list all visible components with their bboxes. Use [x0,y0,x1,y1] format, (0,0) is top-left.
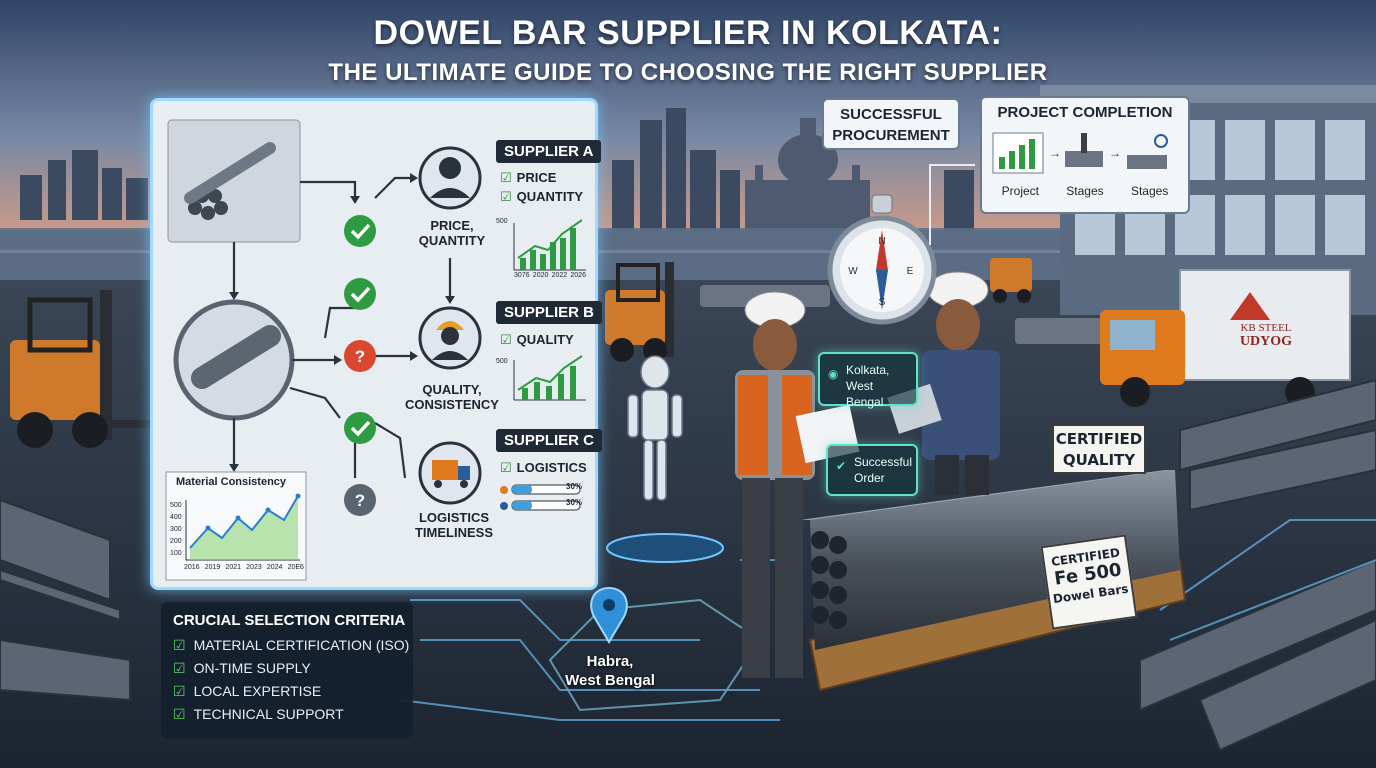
rod-image-top [167,119,301,243]
criteria-heading: CRUCIAL SELECTION CRITERIA [173,612,406,629]
compass-icon: N S E W [827,194,937,325]
engineer-female [735,291,860,678]
truck-brand: KB STEEL UDYOG [1239,322,1293,349]
supplier-c-bar2-label: 30% [566,498,583,507]
criteria-item: ☑ON-TIME SUPPLY [173,660,311,676]
material-chart-yticks: 500 400 300 200 100 [170,502,182,557]
svg-text:→: → [1109,146,1121,160]
supplier-b-avatar [418,306,482,370]
criteria-item: ☑TECHNICAL SUPPORT [173,706,344,722]
mini-chart-a [513,219,586,271]
supplier-c-tag: SUPPLIER C [496,429,603,452]
location-pin-icon: ◉ [828,367,839,381]
project-completion-title: PROJECT COMPLETION [997,104,1173,121]
supplier-c-node-label: LOGISTICS TIMELINESS [414,510,493,540]
mini-chart-b-ytick: 500 [496,358,508,365]
criteria-item: ☑LOCAL EXPERTISE [173,683,322,699]
supplier-a-node-label: PRICE, QUANTITY [418,218,486,248]
mini-chart-a-ytick: 500 [496,218,508,225]
checkbox-icon: ☑ [500,189,512,204]
check-icon: ☑ [173,637,186,653]
material-chart [185,493,301,561]
page-title: DOWEL BAR SUPPLIER IN KOLKATA: THE ULTIM… [0,14,1376,87]
title-line-2: THE ULTIMATE GUIDE TO CHOOSING THE RIGHT… [328,59,1048,86]
habra-location-label: Habra, West Bengal [565,653,655,689]
supplier-c-check-logistics: ☑LOGISTICS [500,460,587,475]
certified-quality-sign: CERTIFIED QUALITY [1052,424,1146,474]
material-chart-xticks: 2016 2019 2021 2023 2024 20E6 [184,564,304,571]
svg-text:N: N [878,236,885,247]
location-card: ◉ Kolkata, West Bengal [818,352,918,409]
supplier-c-bars [500,484,581,511]
robot [627,355,683,501]
svg-text:W: W [848,266,858,277]
title-line-1: DOWEL BAR SUPPLIER IN KOLKATA: [373,14,1003,52]
certified-fe500-sign: CERTIFIED Fe 500 Dowel Bars [1040,534,1138,630]
successful-procurement-callout: SUCCESSFUL PROCUREMENT [822,98,960,150]
svg-text:→: → [1049,146,1061,160]
city-skyline [20,108,974,230]
material-chart-title: Material Consistency [176,476,287,488]
forklift-left [10,290,172,448]
supplier-a-check-quantity: ☑QUANTITY [500,189,584,204]
supplier-a-tag: SUPPLIER A [496,140,602,163]
supplier-b-node-label: QUALITY, CONSISTENCY [405,382,499,412]
decision-marks: ? ? [344,215,376,516]
svg-text:S: S [879,297,886,308]
check-icon: ☑ [173,683,186,699]
svg-text:?: ? [355,347,365,366]
supplier-b-check-quality: ☑QUALITY [500,332,574,347]
forklift-middle [605,262,674,362]
check-icon: ☑ [173,706,186,722]
monument [745,118,870,230]
svg-text:?: ? [355,491,365,510]
check-icon: ✔ [836,459,847,473]
holo-pedestal [606,533,724,563]
supplier-b-tag: SUPPLIER B [496,301,603,324]
forklift-far [990,258,1032,303]
flow-diagram: ? ? [165,119,586,581]
supplier-c-bar1-label: 30% [566,482,583,491]
project-completion-callout: PROJECT COMPLETION → → Project Stages St… [980,96,1190,214]
supplier-c-truck-icon [418,441,482,505]
criteria-item: ☑MATERIAL CERTIFICATION (ISO) [173,637,410,653]
completion-steps: Project Stages Stages [1001,184,1169,198]
mini-chart-a-xticks: 3076 2020 2022 2026 [514,272,586,279]
order-card: ✔ Successful Order [826,444,918,496]
steel-beams [0,378,1376,752]
checkbox-icon: ☑ [500,460,512,475]
mini-chart-b [513,355,586,401]
checkbox-icon: ☑ [500,170,512,185]
map-pin-icon [590,586,628,644]
supplier-a-check-price: ☑PRICE [500,170,557,185]
delivery-truck [1100,269,1351,407]
supplier-a-avatar [418,146,482,210]
check-icon: ☑ [173,660,186,676]
completion-stage-icons: → → [992,132,1168,174]
svg-text:E: E [907,266,914,277]
selection-criteria-box: CRUCIAL SELECTION CRITERIA ☑MATERIAL CER… [161,602,413,738]
checkbox-icon: ☑ [500,332,512,347]
